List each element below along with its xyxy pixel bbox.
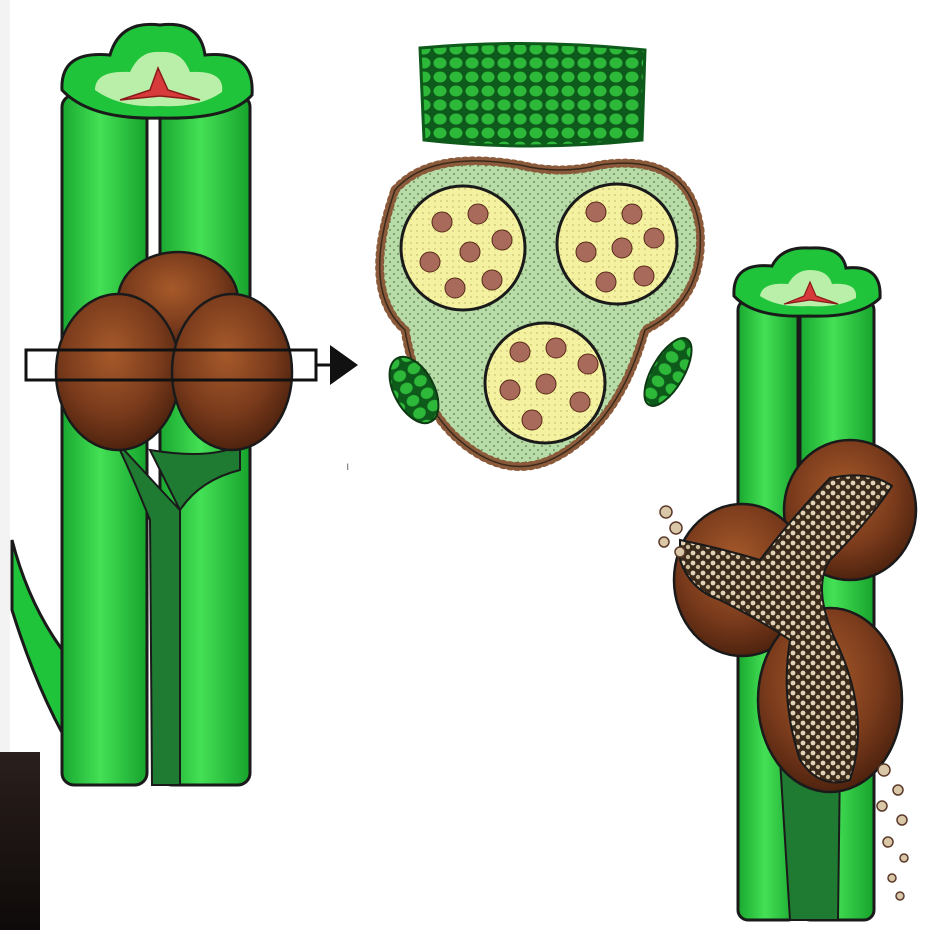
synangium-lobe-right <box>172 294 292 450</box>
released-spores-right <box>877 764 908 900</box>
locule-bottom <box>485 323 605 443</box>
locule-top-left <box>401 186 525 310</box>
epidermis-cell-strip <box>420 43 645 146</box>
released-spores-left <box>659 506 685 557</box>
locule-top-right <box>557 184 677 304</box>
stray-tick-mark: ı <box>346 458 349 474</box>
right-figure-dehisced-synangium <box>659 248 916 920</box>
synangium-lobe-left <box>56 294 180 450</box>
middle-figure-cross-section <box>379 43 700 466</box>
left-figure-stem-with-synangium <box>12 24 358 785</box>
section-arrow-head <box>330 345 358 385</box>
